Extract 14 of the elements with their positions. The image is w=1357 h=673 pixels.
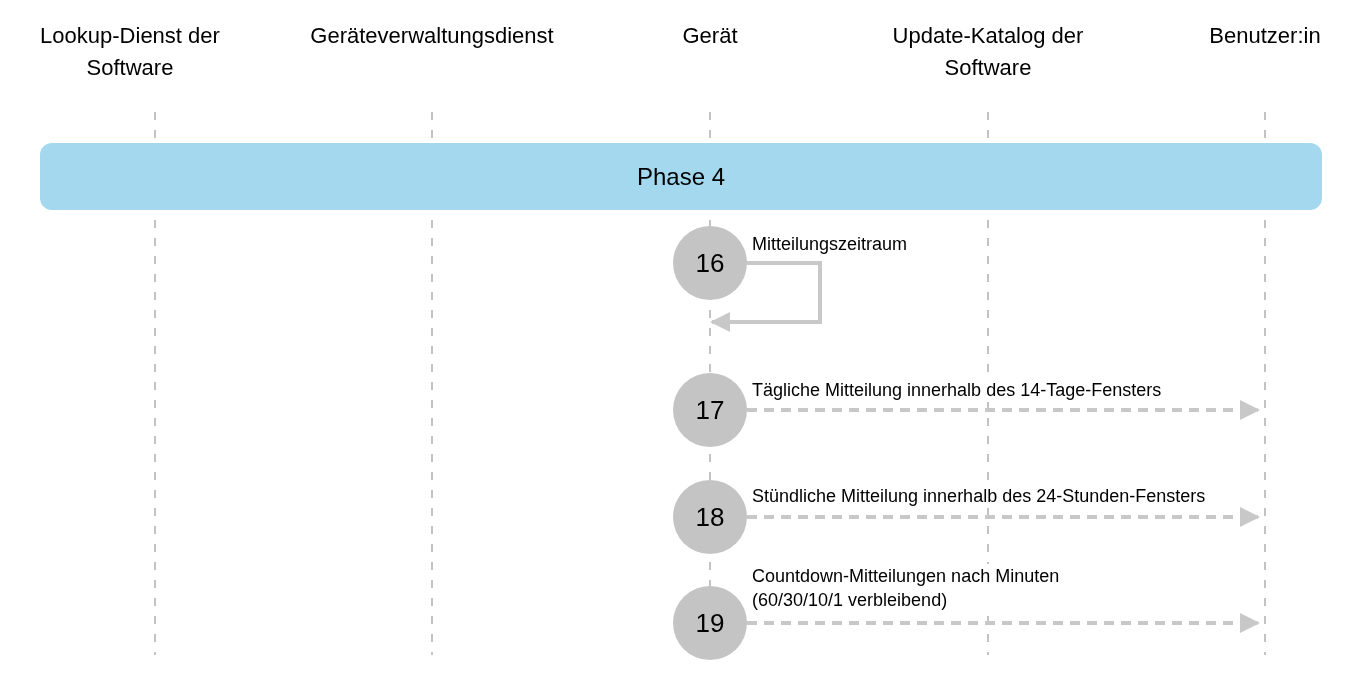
lane-header: Geräteverwaltungsdienst <box>262 20 602 90</box>
lane-header: Update-Katalog der Software <box>848 20 1128 90</box>
step-circle: 16 <box>673 226 747 300</box>
arrow <box>747 400 1260 420</box>
step-circle: 18 <box>673 480 747 554</box>
lane-header: Gerät <box>610 20 810 90</box>
arrow <box>747 613 1260 633</box>
step-circle: 19 <box>673 586 747 660</box>
arrow <box>710 261 822 332</box>
phase-band: Phase 4 <box>40 143 1322 210</box>
lane-header: Lookup-Dienst der Software <box>5 20 255 90</box>
lane-header: Benutzer:in <box>1165 20 1357 90</box>
arrow <box>747 507 1260 527</box>
step-circle: 17 <box>673 373 747 447</box>
